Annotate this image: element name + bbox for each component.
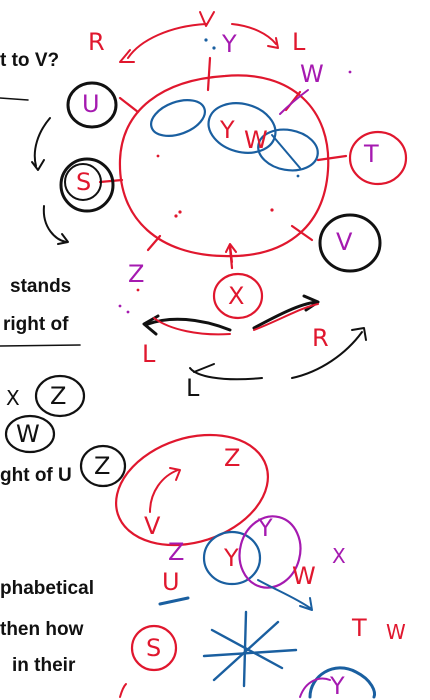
- hand-letter-w-red: W: [292, 562, 316, 590]
- hand-letter-y-inner: Y: [220, 116, 235, 144]
- hand-letter-s-red: S: [146, 634, 162, 662]
- question-fragment-5: phabetical: [0, 578, 94, 599]
- hand-letter-l-top: L: [292, 28, 306, 56]
- question-fragment-3: right of: [3, 314, 69, 335]
- hand-letter-v: V: [336, 228, 353, 256]
- hand-letter-w-circle: W: [16, 420, 40, 448]
- hand-letter-x-purple: X: [332, 544, 346, 568]
- hand-letter-v-red: V: [144, 512, 161, 540]
- hand-letter-y-purple: Y: [258, 514, 273, 542]
- hand-letter-x: X: [228, 282, 245, 310]
- hand-letter-u: U: [82, 90, 100, 118]
- question-fragment-7: in their: [12, 655, 76, 676]
- hand-letter-r-bottom: R: [312, 324, 329, 352]
- underline-stroke: [0, 344, 81, 347]
- hand-letter-z-purple: Z: [168, 538, 185, 566]
- hand-letter-z-red: Z: [224, 444, 241, 472]
- seating-circle: [118, 74, 330, 258]
- hand-letter-z-left: Z: [128, 260, 145, 288]
- hand-letter-x-small: X: [6, 386, 20, 410]
- hand-letter-z-circle: Z: [50, 382, 67, 410]
- hand-letter-z-ght: Z: [94, 452, 111, 480]
- hand-letter-w-inner: W: [244, 126, 268, 154]
- hand-letter-y-bottom: Y: [330, 672, 345, 700]
- question-fragment-2: stands: [10, 276, 72, 297]
- hand-letter-l-under: L: [186, 374, 200, 402]
- question-fragment-6: then how: [0, 619, 84, 640]
- hand-letter-r-top: R: [88, 28, 105, 56]
- question-fragment-4: ght of U: [0, 465, 72, 486]
- hand-letter-s: S: [76, 168, 92, 196]
- hand-letter-w-top: W: [300, 60, 324, 88]
- hand-letter-t: T: [364, 140, 379, 168]
- hand-letter-y-blue: Y: [224, 544, 239, 572]
- hand-letter-w-small: W: [386, 620, 406, 644]
- hand-letter-y-top: Y: [222, 30, 237, 58]
- hand-letter-t-red: T: [352, 614, 367, 642]
- left-line-stroke: [0, 97, 29, 101]
- hand-letter-u-red: U: [162, 568, 180, 596]
- question-fragment-1: t to V?: [0, 50, 60, 71]
- hand-letter-l-bottom: L: [142, 340, 156, 368]
